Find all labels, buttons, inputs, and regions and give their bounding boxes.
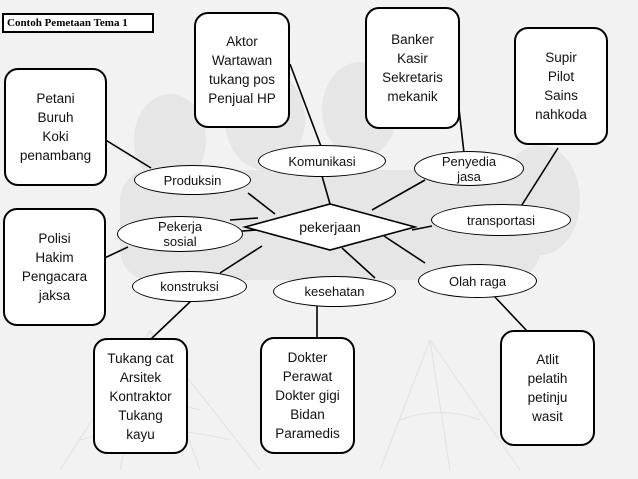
category-label: Olah raga: [448, 273, 507, 289]
occupation-item: Tukang: [118, 407, 163, 423]
occupation-item: Supir: [545, 50, 577, 65]
occupation-box-produksi: Petani Buruh Koki penambang: [4, 68, 107, 186]
occupation-item: Tukang cat: [107, 350, 174, 366]
category-label-line: sosial: [163, 234, 197, 249]
occupation-item: penambang: [19, 148, 92, 163]
occupation-item: Dokter gigi: [275, 388, 340, 403]
occupation-item: Pilot: [547, 69, 575, 84]
category-konstruksi: konstruksi: [132, 271, 247, 302]
occupation-box-pekerja-sosial: Polisi Hakim Pengacara jaksa: [3, 208, 106, 326]
occupation-item: Polisi: [38, 231, 71, 246]
occupation-item: Koki: [42, 129, 69, 144]
occupation-box-komunikasi: Aktor Wartawan tukang pos Penjual HP: [194, 12, 290, 128]
occupation-box-olah-raga: Atlit pelatih petinju wasit: [500, 330, 595, 446]
category-label: konstruksi: [160, 279, 219, 294]
page-title: Contoh Pemetaan Tema 1: [2, 13, 154, 33]
occupation-item: Wartawan: [211, 53, 273, 68]
center-node-label: pekerjaan: [299, 219, 361, 235]
occupation-item: jaksa: [38, 288, 71, 303]
occupation-box-konstruksi: Tukang cat Arsitek Kontraktor Tukang kay…: [93, 338, 188, 454]
occupation-item: Aktor: [226, 34, 258, 49]
connector-lines: [95, 63, 559, 341]
category-olah-raga: Olah raga: [418, 264, 537, 298]
occupation-item: Arsitek: [119, 369, 162, 385]
occupation-item: Hakim: [35, 250, 74, 265]
category-komunikasi: Komunikasi: [258, 145, 386, 177]
occupation-item: kayu: [126, 426, 155, 442]
occupation-item: Paramedis: [275, 426, 340, 441]
category-label-line: Penyedia: [441, 153, 497, 169]
occupation-item: Sekretaris: [382, 70, 443, 85]
occupation-item: Sains: [544, 88, 578, 103]
occupation-item: Kontraktor: [109, 388, 172, 404]
occupation-item: Petani: [36, 91, 75, 106]
occupation-item: petinju: [527, 390, 568, 405]
category-label-line: Pekerja: [157, 219, 203, 234]
occupation-item: wasit: [532, 409, 563, 424]
occupation-item: nahkoda: [535, 107, 587, 122]
category-kesehatan: kesehatan: [273, 276, 396, 307]
category-label-line: jasa: [457, 168, 481, 184]
occupation-item: Dokter: [287, 350, 328, 365]
occupation-item: Penjual HP: [208, 91, 276, 106]
occupation-item: pelatih: [527, 371, 568, 386]
occupation-item: Buruh: [37, 110, 74, 125]
occupation-box-kesehatan: Dokter Perawat Dokter gigi Bidan Paramed…: [260, 337, 355, 454]
occupation-item: Pengacara: [21, 269, 88, 284]
occupation-item: tukang pos: [208, 72, 276, 87]
category-label: Komunikasi: [288, 153, 356, 169]
occupation-item: Atlit: [536, 352, 559, 367]
category-label: kesehatan: [304, 284, 365, 299]
occupation-box-penyedia-jasa: Banker Kasir Sekretaris mekanik: [365, 7, 460, 129]
category-transportasi: transportasi: [431, 204, 571, 236]
category-label: transportasi: [467, 212, 535, 228]
category-produksin: Produksin: [134, 165, 251, 195]
center-diamond: [241, 203, 419, 251]
occupation-item: Perawat: [282, 369, 333, 384]
occupation-item: Banker: [391, 32, 434, 47]
occupation-item: Kasir: [397, 51, 428, 66]
occupation-box-transportasi: Supir Pilot Sains nahkoda: [514, 27, 608, 145]
category-label: Produksin: [163, 172, 222, 188]
occupation-item: Bidan: [290, 407, 325, 422]
occupation-item: mekanik: [387, 89, 438, 104]
